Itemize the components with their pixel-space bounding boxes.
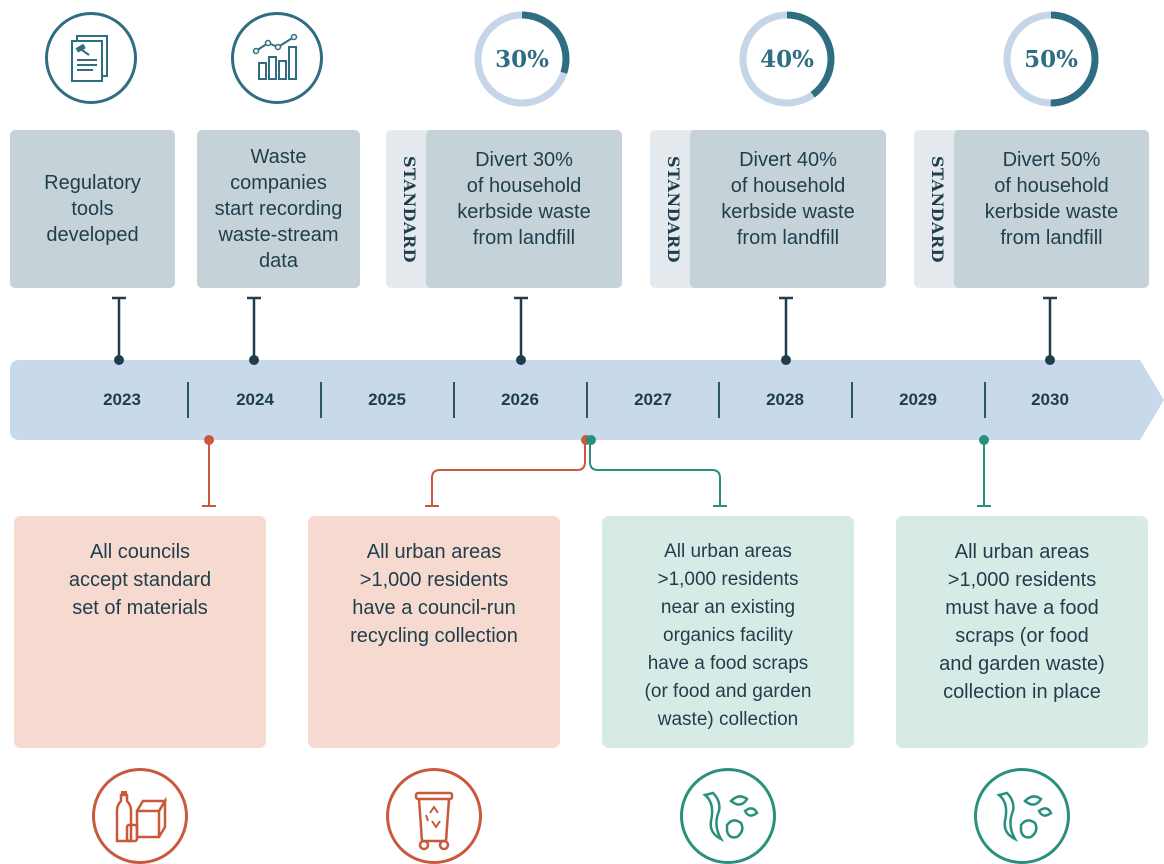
outcome-text-line: set of materials — [72, 597, 208, 619]
milestone-text-line: companies — [230, 172, 327, 194]
progress-ring-40: 40% — [737, 9, 837, 109]
food-scraps-icon — [702, 791, 759, 842]
milestone-text-line: waste-stream — [218, 224, 339, 246]
ring-percent-label: 50% — [1024, 45, 1078, 73]
milestone-text-line: from landfill — [472, 227, 576, 249]
growth-chart-icon — [252, 33, 298, 80]
outcome-text-line: near an existing — [660, 597, 796, 618]
year-label-2028: 2028 — [766, 390, 804, 409]
milestone-text-line: Regulatory — [44, 172, 141, 194]
milestone-text-line: Divert 50% — [1002, 149, 1101, 171]
year-divider — [320, 382, 322, 418]
year-label-2030: 2030 — [1031, 390, 1069, 409]
food-scraps-icon-circle — [680, 768, 776, 864]
milestone-text-line: of household — [466, 175, 582, 197]
year-divider — [187, 382, 189, 418]
ring-percent-label: 40% — [760, 45, 814, 73]
recyclables-box-icon — [115, 791, 168, 843]
recyclables-icon-circle — [92, 768, 188, 864]
regulatory-icon-circle — [45, 12, 137, 104]
outcome-text-line: organics facility — [663, 625, 793, 646]
milestone-text-line: data — [259, 250, 298, 272]
milestone-text-line: of household — [994, 175, 1109, 197]
outcome-text-line: All councils — [89, 541, 191, 563]
outcome-text-line: scraps (or food — [955, 625, 1089, 647]
outcome-text-line: All urban areas — [954, 541, 1090, 563]
outcome-text-line: waste) collection — [657, 709, 799, 730]
outcome-box-organics-collection: All urban areas >1,000 residents near an… — [602, 516, 854, 748]
recycling-bin-icon — [414, 791, 454, 851]
year-divider — [984, 382, 986, 418]
outcome-text-line: have a food scraps — [647, 653, 809, 674]
food-scraps-icon-circle — [974, 768, 1070, 864]
milestone-text-line: developed — [46, 224, 139, 246]
progress-ring-50: 50% — [1001, 9, 1101, 109]
milestone-box-divert-40: Divert 40% of household kerbside waste f… — [690, 130, 886, 288]
ring-percent-label: 30% — [495, 45, 549, 73]
milestone-box-divert-50: Divert 50% of household kerbside waste f… — [954, 130, 1149, 288]
milestone-text-line: start recording — [214, 198, 343, 220]
document-gavel-icon — [71, 35, 108, 82]
outcome-text-line: All urban areas — [664, 541, 792, 562]
year-label-2023: 2023 — [103, 390, 141, 409]
outcome-text-line: recycling collection — [350, 625, 518, 647]
outcome-text-line: >1,000 residents — [359, 569, 509, 591]
milestone-text-line: kerbside waste — [721, 201, 855, 223]
milestone-text-line: of household — [730, 175, 846, 197]
year-label-2026: 2026 — [501, 390, 539, 409]
milestone-text-line: from landfill — [1000, 227, 1103, 249]
milestone-box-divert-30: Divert 30% of household kerbside waste f… — [426, 130, 622, 288]
milestone-text-line: Divert 40% — [739, 149, 837, 171]
milestone-box-regulatory: Regulatory tools developed — [10, 130, 175, 288]
year-label-2025: 2025 — [368, 390, 406, 409]
outcome-text-line: must have a food — [945, 597, 1099, 619]
food-scraps-icon — [996, 791, 1053, 842]
outcome-text-line: >1,000 residents — [947, 569, 1097, 591]
milestone-text-line: kerbside waste — [457, 201, 591, 223]
progress-ring-30: 30% — [472, 9, 572, 109]
data-icon-circle — [231, 12, 323, 104]
year-divider — [586, 382, 588, 418]
year-label-2027: 2027 — [634, 390, 672, 409]
milestone-box-waste-data: Waste companies start recording waste-st… — [197, 130, 360, 288]
milestone-text-line: from landfill — [736, 227, 840, 249]
year-divider — [851, 382, 853, 418]
year-label-2024: 2024 — [236, 390, 274, 409]
outcome-text-line: collection in place — [943, 681, 1101, 703]
outcome-box-recycling-collection: All urban areas >1,000 residents have a … — [308, 516, 560, 748]
outcome-text-line: >1,000 residents — [657, 569, 799, 590]
outcome-text-line: and garden waste) — [939, 653, 1105, 675]
outcome-text-line: have a council-run — [352, 597, 516, 619]
outcome-text-line: accept standard — [68, 569, 212, 591]
year-divider — [453, 382, 455, 418]
year-label-2029: 2029 — [899, 390, 937, 409]
outcome-box-food-scraps-mandatory: All urban areas >1,000 residents must ha… — [896, 516, 1148, 748]
year-divider — [718, 382, 720, 418]
milestone-text-line: Divert 30% — [475, 149, 573, 171]
outcome-text-line: (or food and garden — [644, 681, 812, 702]
recycling-bin-icon-circle — [386, 768, 482, 864]
outcome-box-standard-materials: All councils accept standard set of mate… — [14, 516, 266, 748]
milestone-text-line: kerbside waste — [984, 201, 1119, 223]
milestone-text-line: Waste — [250, 146, 307, 168]
outcome-text-line: All urban areas — [366, 541, 502, 563]
milestone-text-line: tools — [71, 198, 114, 220]
